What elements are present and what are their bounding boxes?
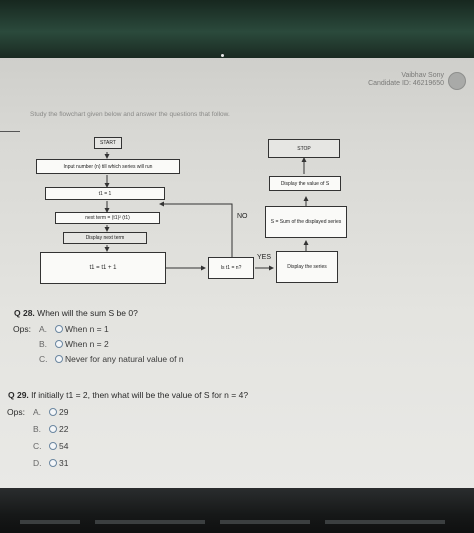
monitor-bezel-bottom [0,488,474,533]
option-q29-b[interactable]: B. 22 [33,424,68,434]
option-letter: B. [33,424,42,434]
radio-button[interactable] [55,355,63,363]
option-letter: D. [33,458,42,468]
radio-button[interactable] [55,325,63,333]
radio-button[interactable] [49,442,57,450]
flowchart-input: Input number (n) till which series will … [36,159,180,174]
question-29: Q 29. If initially t1 = 2, then what wil… [8,390,248,400]
avatar[interactable] [448,72,466,90]
flowchart-stop: STOP [268,139,340,158]
radio-button[interactable] [49,459,57,467]
question-text: When will the sum S be 0? [37,308,138,318]
keyboard-edge [95,520,205,524]
radio-button[interactable] [49,425,57,433]
option-q29-a[interactable]: A. 29 [33,407,68,417]
candidate-name: Vaibhav Sony [401,72,444,79]
option-text: When n = 1 [65,324,109,334]
flowchart-decision: Is t1 = n? [208,257,254,279]
radio-button[interactable] [49,408,57,416]
exam-screen: Vaibhav Sony Candidate ID: 46219650 Stud… [0,58,474,490]
option-text: 29 [59,407,69,417]
candidate-id: Candidate ID: 46219650 [368,80,444,87]
flowchart-display-next: Display next term [63,232,147,244]
option-text: 54 [59,441,69,451]
flowchart-display-series: Display the series [276,251,338,283]
option-letter: A. [39,324,48,334]
question-instruction: Study the flowchart given below and answ… [30,111,230,118]
flowchart-connectors [104,152,309,271]
flowchart-sum: S = Sum of the displayed series [265,206,347,238]
option-text: When n = 2 [65,339,109,349]
option-letter: C. [33,441,42,451]
divider [0,131,20,132]
flowchart-yes-label: YES [257,254,272,261]
monitor-bezel-top [0,0,474,58]
ops-label: Ops: [7,407,25,417]
flowchart-increment: t1 = t1 + 1 [40,252,166,284]
flowchart-start: START [94,137,122,149]
option-q29-d[interactable]: D. 31 [33,458,68,468]
keyboard-edge [20,520,80,524]
ops-label: Ops: [13,324,31,334]
flowchart-display-s: Display the value of S [269,176,341,191]
option-letter: C. [39,354,48,364]
option-q28-c[interactable]: C. Never for any natural value of n [39,354,184,364]
option-letter: A. [33,407,42,417]
flowchart-init: t1 = 1 [45,187,165,200]
option-q28-b[interactable]: B. When n = 2 [39,339,109,349]
question-28: Q 28. When will the sum S be 0? [14,308,138,318]
radio-button[interactable] [55,340,63,348]
option-text: Never for any natural value of n [65,354,184,364]
flowchart-next-term: next term = (t1)² (t1) [55,212,160,224]
option-letter: B. [39,339,48,349]
option-text: 31 [59,458,69,468]
question-text: If initially t1 = 2, then what will be t… [31,390,249,400]
flowchart-no-label: NO [237,213,248,220]
option-text: 22 [59,424,69,434]
question-number: Q 28. [14,308,35,318]
option-q28-a[interactable]: A. When n = 1 [39,324,109,334]
keyboard-edge [220,520,310,524]
webcam-indicator [221,54,224,57]
option-q29-c[interactable]: C. 54 [33,441,68,451]
candidate-info: Vaibhav Sony Candidate ID: 46219650 [368,72,444,88]
keyboard-edge [325,520,445,524]
question-number: Q 29. [8,390,29,400]
